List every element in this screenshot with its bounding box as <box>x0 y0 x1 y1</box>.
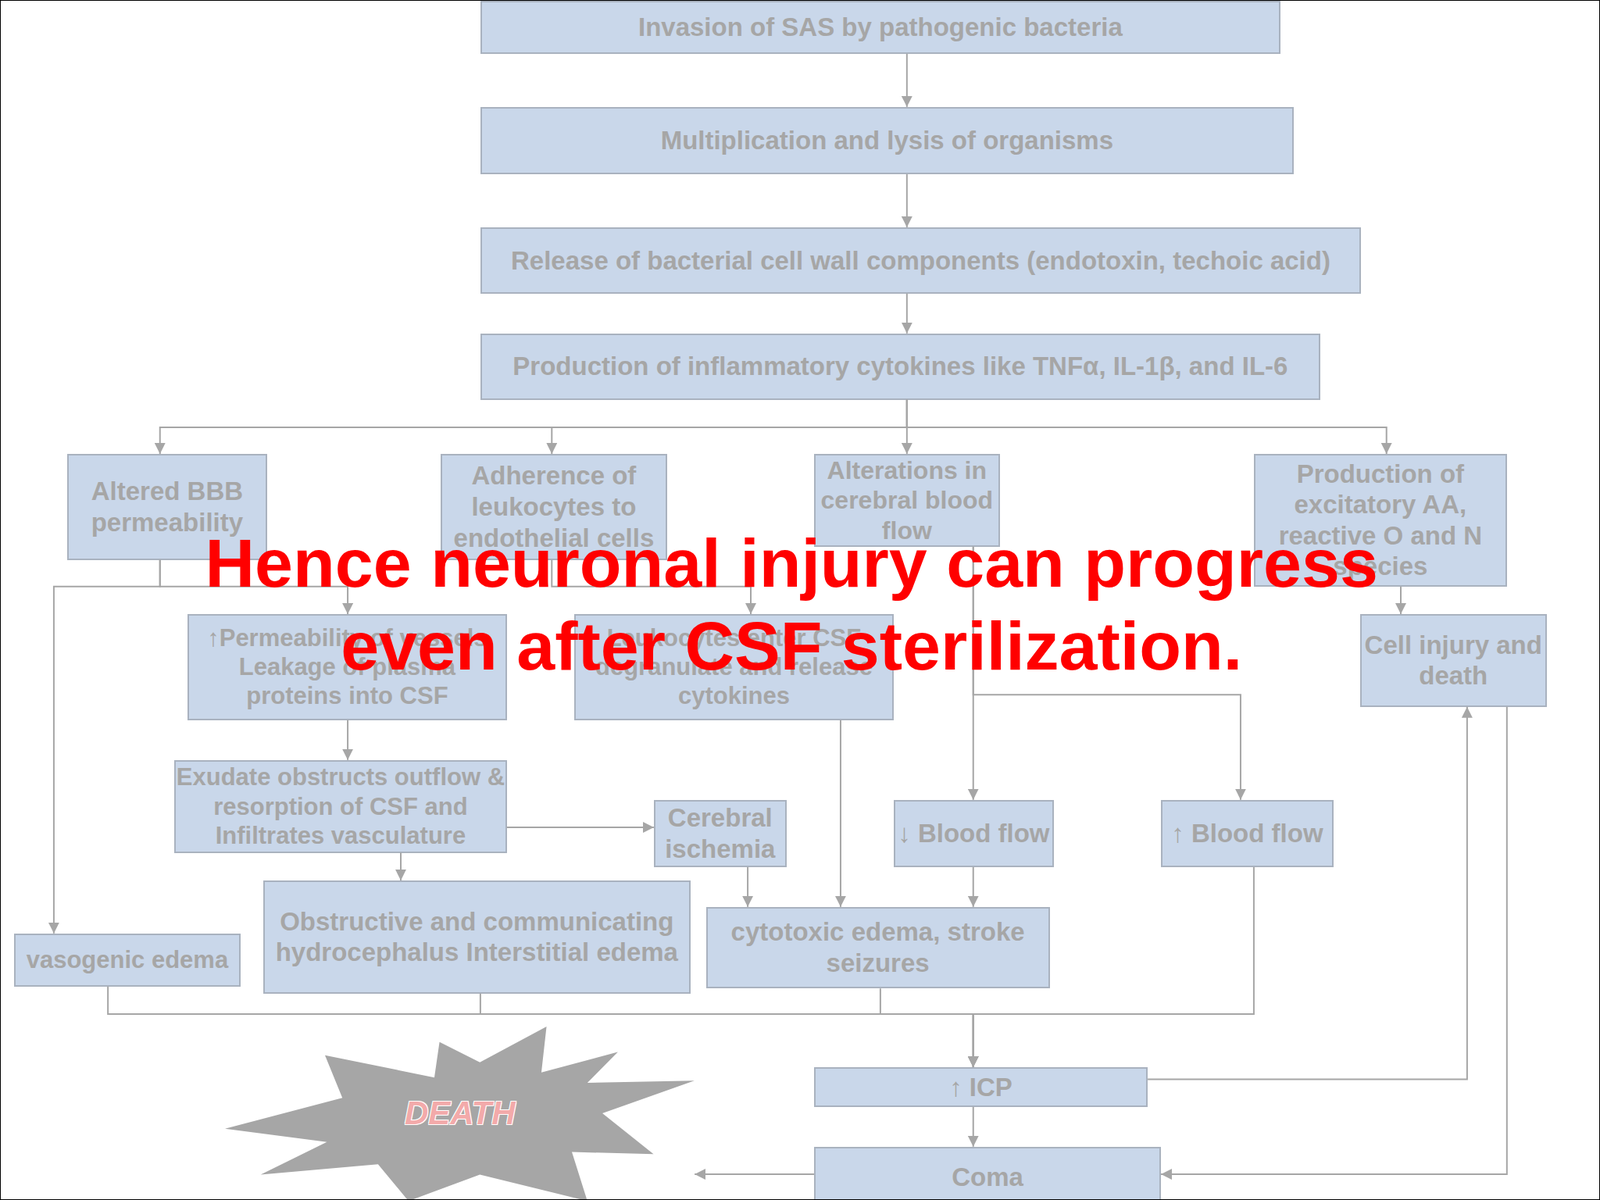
process-box: cytotoxic edema, stroke seizures <box>706 907 1050 989</box>
box-text: Obstructive and communicating hydrocepha… <box>264 906 690 968</box>
box-text: Release of bacterial cell wall component… <box>510 245 1331 277</box>
flow-arrow <box>880 988 974 1068</box>
flow-arrow <box>160 400 908 454</box>
box-text: Invasion of SAS by pathogenic bacteria <box>638 11 1123 43</box>
outcome-text: DEATH <box>404 1093 516 1133</box>
flow-arrow <box>972 1107 975 1147</box>
flow-arrow <box>972 546 975 800</box>
flow-arrow <box>346 720 349 761</box>
flow-arrow <box>839 720 842 908</box>
flow-arrow <box>907 400 1387 454</box>
flow-arrow <box>1147 707 1468 1080</box>
flow-arrow <box>507 826 654 829</box>
process-box: Exudate obstructs outflow & resorption o… <box>174 760 508 854</box>
process-box: Release of bacterial cell wall component… <box>480 227 1361 294</box>
box-text: Exudate obstructs outflow & resorption o… <box>175 762 506 850</box>
starburst-fill <box>225 1026 695 1200</box>
box-text: Multiplication and lysis of organisms <box>660 125 1114 157</box>
box-text: cytotoxic edema, stroke seizures <box>707 916 1049 979</box>
flow-arrow <box>973 867 1254 1068</box>
process-box: ↓ Blood flow <box>893 800 1054 868</box>
flow-arrow <box>160 560 348 615</box>
flow-arrow <box>551 400 908 454</box>
box-text: ↑ ICP <box>949 1071 1013 1104</box>
flow-arrow <box>1160 707 1508 1175</box>
flow-arrow <box>906 174 908 228</box>
flow-arrow <box>480 993 974 1068</box>
flow-arrow <box>972 867 975 908</box>
process-box: Invasion of SAS by pathogenic bacteria <box>480 0 1281 54</box>
box-text: ↑ Blood flow <box>1171 817 1323 850</box>
process-box: Coma <box>814 1146 1161 1200</box>
box-text: ↓ Blood flow <box>897 817 1050 850</box>
box-text: Production of inflammatory cytokines lik… <box>512 350 1288 383</box>
flow-arrow <box>746 867 749 908</box>
overlay-note: Hence neuronal injury can progress even … <box>153 521 1430 688</box>
flow-arrow <box>53 560 161 934</box>
process-box: Cell injury and death <box>1360 614 1547 708</box>
process-box: vasogenic edema <box>14 933 241 987</box>
flow-arrow <box>906 400 908 454</box>
flow-arrow <box>400 853 402 881</box>
flow-arrow <box>694 1173 815 1175</box>
process-box: ↑ ICP <box>814 1067 1148 1108</box>
box-text: vasogenic edema <box>26 945 229 975</box>
box-text: Coma <box>951 1161 1024 1193</box>
process-box: ↑ Blood flow <box>1160 800 1334 868</box>
process-box: Obstructive and communicating hydrocepha… <box>263 880 691 994</box>
process-box: Production of inflammatory cytokines lik… <box>480 333 1321 400</box>
box-text: Cell injury and death <box>1361 629 1546 692</box>
starburst-shape: DEATH <box>225 1026 695 1200</box>
flow-arrow <box>551 560 751 615</box>
flow-arrow <box>906 293 908 334</box>
flow-arrow <box>973 546 1241 800</box>
flow-arrow <box>1400 586 1402 615</box>
process-box: Multiplication and lysis of organisms <box>480 107 1294 175</box>
flow-arrow <box>906 53 908 108</box>
process-box: Cerebral ischemia <box>653 800 787 868</box>
flow-arrow <box>107 986 974 1068</box>
box-text: Cerebral ischemia <box>655 802 786 865</box>
